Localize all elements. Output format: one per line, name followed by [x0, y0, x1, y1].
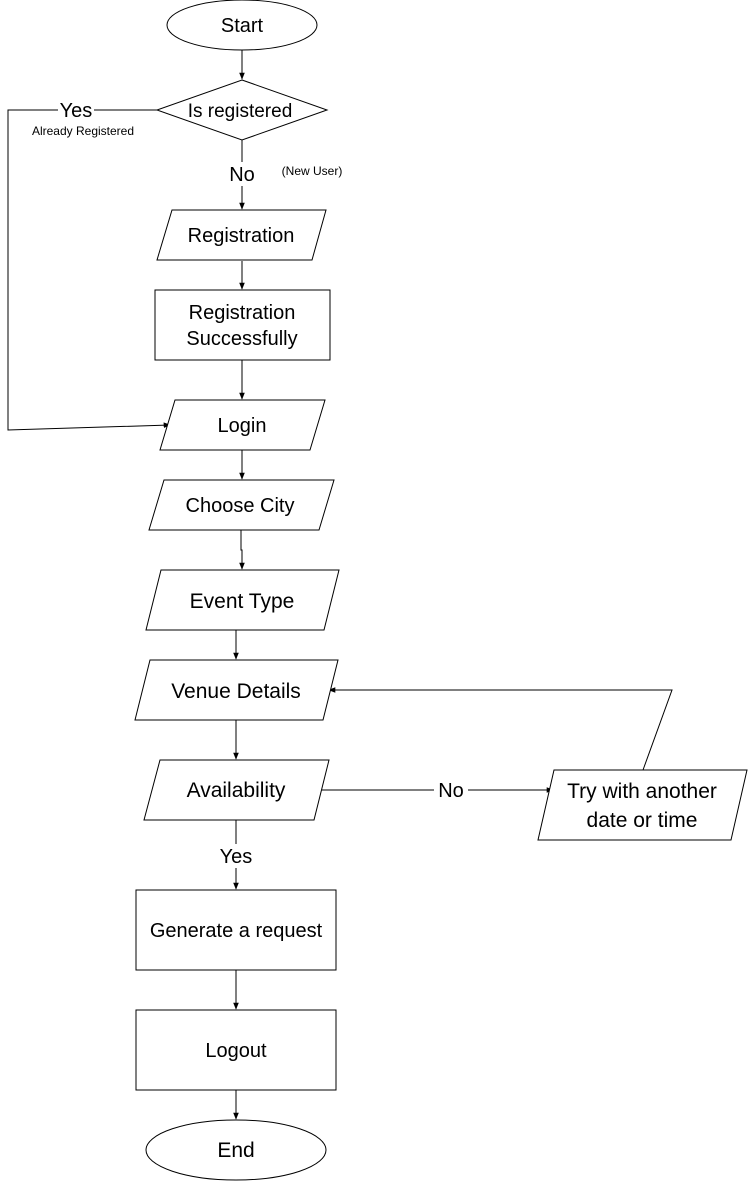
edge-yes-to-login	[7, 109, 171, 431]
node-choose-city: Choose City	[148, 479, 335, 531]
node-registration-label: Registration	[188, 225, 295, 247]
node-end: End	[145, 1119, 327, 1181]
edge-label-yes-available: Yes	[220, 846, 253, 868]
node-choose-city-label: Choose City	[186, 495, 295, 517]
node-try-another-line2: date or time	[587, 809, 698, 832]
edge-label-yes-registered: Yes	[60, 100, 93, 122]
node-registration-success-line1: Registration	[189, 302, 296, 324]
node-event-type: Event Type	[145, 569, 340, 631]
node-is-registered-label: Is registered	[188, 101, 293, 122]
node-venue-details: Venue Details	[134, 659, 339, 721]
node-try-another: Try with another date or time	[537, 769, 748, 841]
node-login-label: Login	[218, 415, 267, 437]
edge-label-no-available: No	[438, 780, 464, 802]
node-availability-label: Availability	[187, 779, 286, 802]
node-is-registered: Is registered	[155, 79, 329, 141]
node-generate-request-label: Generate a request	[150, 920, 323, 942]
node-registration-success: Registration Successfully	[154, 289, 331, 361]
node-venue-details-label: Venue Details	[171, 680, 301, 703]
node-start-label: Start	[221, 15, 264, 37]
node-registration: Registration	[156, 209, 327, 261]
edge-try-to-venue	[328, 687, 673, 771]
node-event-type-label: Event Type	[190, 590, 295, 613]
edge-label-no-registered: No	[229, 164, 255, 186]
edge-label-new-user: (New User)	[282, 164, 343, 178]
edge-label-already-registered: Already Registered	[32, 124, 134, 138]
node-logout: Logout	[135, 1009, 337, 1091]
node-logout-label: Logout	[205, 1040, 267, 1062]
node-end-label: End	[217, 1139, 254, 1162]
node-start: Start	[166, 0, 318, 51]
node-generate-request: Generate a request	[135, 889, 337, 971]
edge-city-to-event	[239, 530, 245, 570]
node-registration-success-line2: Successfully	[186, 328, 297, 350]
node-try-another-line1: Try with another	[567, 780, 717, 803]
node-login: Login	[159, 399, 326, 451]
node-availability: Availability	[143, 759, 330, 821]
